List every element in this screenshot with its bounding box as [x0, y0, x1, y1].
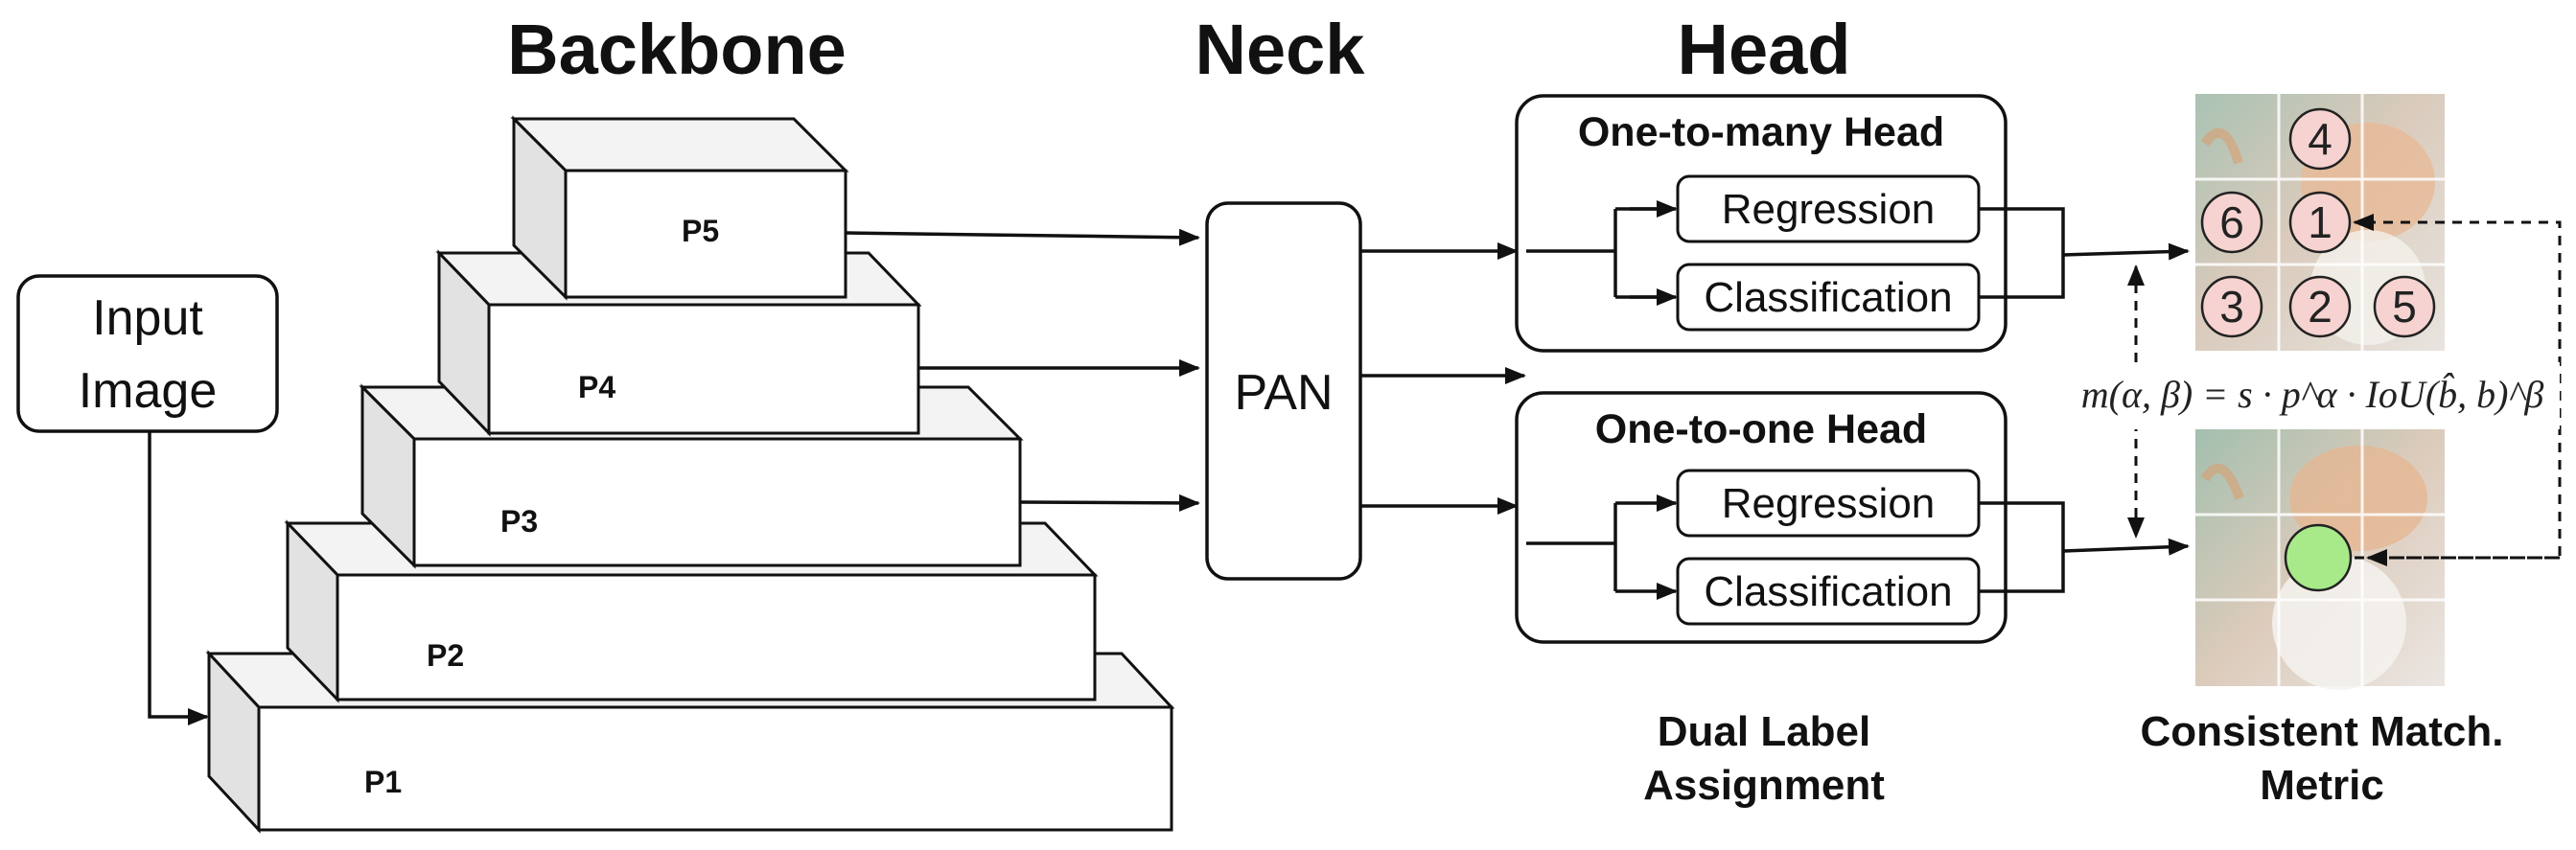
input-label-line1: Input [92, 290, 203, 346]
one-to-many-merge-line [1979, 207, 2065, 299]
rank-number-6: 6 [2219, 197, 2244, 247]
one-to-one-regression-label: Regression [1722, 480, 1936, 527]
p5-to-pan-arrow [845, 228, 1200, 246]
p5-label: P5 [682, 214, 719, 248]
bottom-cat-grid [2195, 429, 2445, 690]
rank-circle-3: 3 [2200, 275, 2263, 338]
one-to-one-title: One-to-one Head [1595, 406, 1927, 452]
p3-to-pan-arrow [1019, 494, 1200, 512]
metric-feedback-dashed-line [2353, 214, 2562, 560]
one-to-one-split-line [1526, 503, 1617, 591]
rank-circle-4: 4 [2288, 107, 2352, 171]
one-to-one-to-metric-arrow [2062, 538, 2190, 556]
input-to-p1-arrow [148, 431, 209, 725]
metric-caption-line1: Consistent Match. [2141, 708, 2504, 755]
one-to-many-head: One-to-many Head Regression Classificati… [1515, 94, 2065, 353]
one-to-many-title: One-to-many Head [1578, 109, 1944, 155]
rank-number-2: 2 [2308, 282, 2332, 332]
one-to-many-to-metric-arrow [2062, 242, 2190, 261]
backbone-p5-block: P5 [510, 115, 849, 301]
pan-box: PAN [1205, 201, 1362, 581]
metric-caption-line2: Metric [2260, 762, 2384, 809]
rank-circle-2: 2 [2288, 275, 2352, 338]
one-to-many-classification-label: Classification [1704, 274, 1952, 321]
one-to-one-merge-line [1979, 501, 2065, 593]
one-to-one-head: One-to-one Head Regression Classificatio… [1515, 391, 2065, 644]
one-to-many-regression-label: Regression [1722, 186, 1936, 233]
input-label-line2: Image [79, 363, 218, 419]
p2-label: P2 [427, 638, 464, 673]
neck-title: Neck [1195, 10, 1366, 89]
p1-label: P1 [364, 765, 402, 799]
one-to-one-classification-label: Classification [1704, 568, 1952, 615]
rank-circle-1: 1 [2288, 191, 2352, 254]
rank-number-5: 5 [2392, 282, 2417, 332]
input-image-box: Input Image [16, 274, 279, 433]
p3-label: P3 [500, 504, 538, 539]
dual-label-caption-line2: Assignment [1643, 762, 1885, 809]
rank-circle-6: 6 [2200, 191, 2263, 254]
rank-number-1: 1 [2308, 197, 2332, 247]
backbone-title: Backbone [507, 10, 847, 89]
one-to-many-split-line [1526, 207, 1670, 299]
pan-label: PAN [1234, 365, 1333, 421]
matching-metric-formula: m(α, β) = s · p^α · IoU(b̂, b)^β [2081, 373, 2544, 416]
dual-label-caption-line1: Dual Label [1658, 708, 1871, 755]
rank-number-3: 3 [2219, 282, 2244, 332]
rank-circle-5: 5 [2373, 275, 2436, 338]
head-title: Head [1678, 10, 1851, 89]
p4-label: P4 [578, 370, 615, 404]
match-circle [2284, 523, 2353, 592]
rank-number-4: 4 [2308, 114, 2332, 164]
